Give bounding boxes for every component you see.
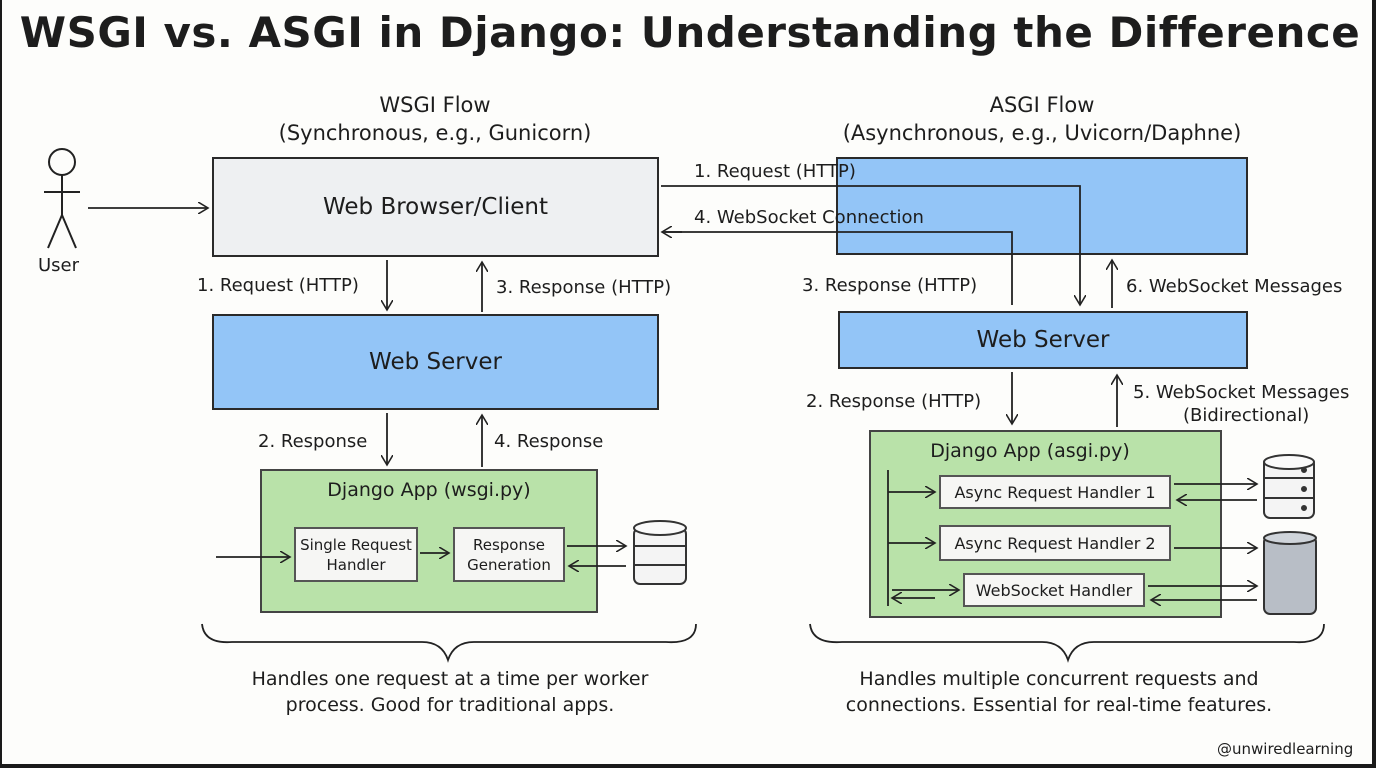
wsgi-response-4-label: 4. Response (494, 431, 604, 452)
wsgi-django-app-label: Django App (wsgi.py) (327, 479, 531, 501)
async-request-handler-2-label: Async Request Handler 2 (954, 533, 1156, 553)
wsgi-heading: WSGI Flow (Synchronous, e.g., Gunicorn) (270, 91, 600, 147)
asgi-django-app-label: Django App (asgi.py) (930, 440, 1130, 462)
asgi-websocket-connection-label: 4. WebSocket Connection (694, 207, 924, 228)
asgi-storage-cylinder-icon (1263, 531, 1317, 615)
web-browser-client-label: Web Browser/Client (323, 194, 548, 220)
wsgi-web-server-box: Web Server (212, 314, 659, 410)
single-request-handler-box: Single Request Handler (294, 527, 418, 582)
wsgi-subheading-text: (Synchronous, e.g., Gunicorn) (278, 121, 592, 145)
asgi-web-server-label: Web Server (976, 327, 1110, 353)
asgi-client-box (836, 157, 1248, 255)
websocket-handler-label: WebSocket Handler (975, 580, 1133, 600)
wsgi-note: Handles one request at a time per worker… (251, 668, 649, 716)
single-request-handler-label: Single Request Handler (300, 535, 412, 574)
asgi-ws-messages-top-label: 6. WebSocket Messages (1126, 276, 1343, 297)
web-browser-client-box: Web Browser/Client (212, 157, 659, 257)
wsgi-database-icon (633, 520, 687, 585)
response-generation-box: Response Generation (453, 527, 565, 582)
wsgi-brace (201, 623, 697, 663)
page-title: WSGI vs. ASGI in Django: Understanding t… (19, 8, 1361, 57)
wsgi-response-label: 2. Response (258, 431, 368, 452)
asgi-ws-messages-bottom-label: 5. WebSocket Messages (1133, 382, 1350, 403)
asgi-bidirectional-label: (Bidirectional) (1183, 405, 1310, 426)
response-generation-label: Response Generation (467, 535, 551, 574)
asgi-heading: ASGI Flow (Asynchronous, e.g., Uvicorn/D… (822, 91, 1262, 147)
asgi-database-icon (1263, 454, 1315, 519)
asgi-heading-text: ASGI Flow (989, 93, 1095, 117)
user-icon (44, 148, 80, 249)
user-label: User (38, 255, 80, 276)
wsgi-web-server-label: Web Server (369, 349, 502, 375)
asgi-response-http-bottom-label: 2. Response (HTTP) (806, 391, 982, 412)
asgi-brace (809, 623, 1325, 663)
asgi-note: Handles multiple concurrent requests and… (845, 668, 1273, 716)
asgi-request-label: 1. Request (HTTP) (694, 161, 856, 182)
async-request-handler-2-box: Async Request Handler 2 (939, 525, 1171, 561)
async-request-handler-1-box: Async Request Handler 1 (939, 475, 1171, 509)
asgi-subheading-text: (Asynchronous, e.g., Uvicorn/Daphne) (842, 121, 1242, 145)
credit-handle: @unwiredlearning (1217, 740, 1354, 758)
wsgi-request-label: 1. Request (HTTP) (197, 275, 359, 296)
async-request-handler-1-label: Async Request Handler 1 (954, 482, 1156, 502)
asgi-web-server-box: Web Server (838, 311, 1248, 369)
wsgi-response-http-label: 3. Response (HTTP) (496, 277, 672, 298)
wsgi-heading-text: WSGI Flow (379, 93, 491, 117)
asgi-response-http-top-label: 3. Response (HTTP) (802, 275, 978, 296)
websocket-handler-box: WebSocket Handler (963, 573, 1145, 607)
